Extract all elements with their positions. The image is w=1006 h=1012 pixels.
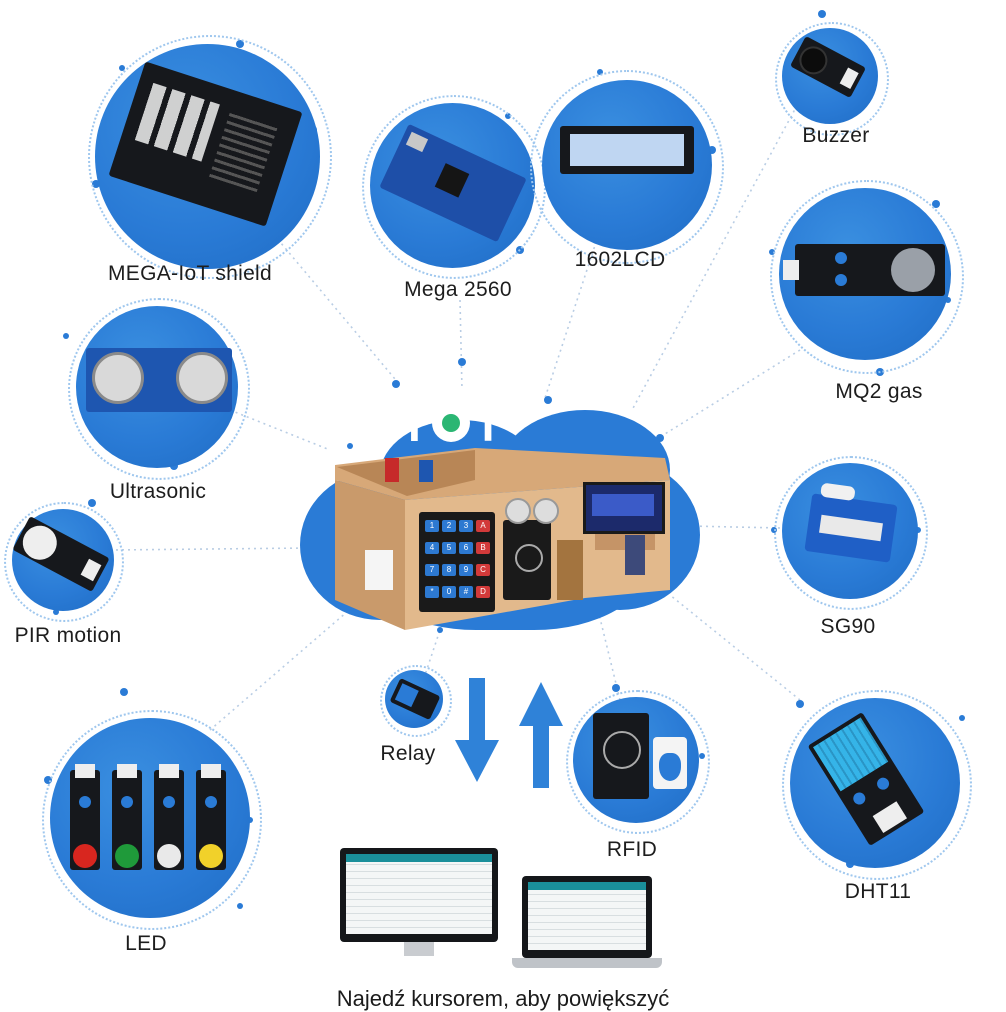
ring-pir [4, 502, 124, 622]
laptop-screen [528, 882, 646, 950]
decorative-dot [959, 715, 965, 721]
keypad-key: 4 [425, 542, 439, 554]
module-ultrasonic [76, 306, 238, 468]
label-mega2560: Mega 2560 [404, 278, 512, 301]
keypad-key: 1 [425, 520, 439, 532]
module-led [50, 718, 250, 918]
label-relay: Relay [380, 742, 436, 765]
monitor-screen [346, 854, 492, 934]
led-module-green [112, 764, 142, 870]
module-buzzer [782, 28, 878, 124]
label-buzzer: Buzzer [802, 124, 870, 147]
led-module-white [154, 764, 184, 870]
label-lcd1602: 1602LCD [574, 248, 666, 271]
led-module-yellow [196, 764, 226, 870]
arrow-down-icon [455, 678, 499, 782]
keypad-key: B [476, 542, 490, 554]
rfid-reader-board [593, 713, 649, 799]
label-mega-iot-shield: MEGA-IoT shield [108, 262, 272, 285]
relay-board [389, 677, 441, 721]
ring-mega-iot-shield [88, 35, 332, 279]
decorative-dot [612, 684, 620, 692]
title-letter-i: I [408, 399, 421, 451]
decorative-dot [63, 333, 69, 339]
pir-board [12, 516, 110, 592]
keypad-key: 8 [442, 564, 456, 576]
sg90-servo [804, 482, 898, 563]
led-module-red [70, 764, 100, 870]
ring-rfid [566, 690, 710, 834]
monitor-computer [340, 848, 498, 958]
module-pir [12, 509, 114, 611]
rfid-tag-icon [653, 737, 687, 789]
lcd1602-screen [560, 126, 694, 174]
module-mega2560 [370, 103, 535, 268]
keypad-key: 6 [459, 542, 473, 554]
decorative-dot [818, 10, 826, 18]
keypad-key: # [459, 586, 473, 598]
decorative-dot [458, 358, 466, 366]
buzzer-board [789, 36, 867, 98]
mega2560-board [379, 123, 527, 243]
ring-dht11 [782, 690, 972, 880]
mega-iot-shield-board [108, 61, 303, 227]
laptop-computer [512, 876, 662, 976]
rfid-on-house [503, 520, 551, 600]
keypad-key: 5 [442, 542, 456, 554]
label-rfid: RFID [606, 838, 658, 861]
keypad-key: 3 [459, 520, 473, 532]
ring-sg90 [774, 456, 928, 610]
ultrasonic-on-house [505, 498, 559, 524]
keypad-key: C [476, 564, 490, 576]
label-dht11: DHT11 [844, 880, 912, 903]
ring-led [42, 710, 262, 930]
ring-ultrasonic [68, 298, 250, 480]
ring-lcd1602 [530, 70, 724, 264]
title-letter-t: T [474, 399, 503, 451]
decorative-dot [88, 499, 96, 507]
decorative-dot [120, 688, 128, 696]
keypad-key: 2 [442, 520, 456, 532]
keypad-key: 0 [442, 586, 456, 598]
arrow-up-icon [519, 682, 563, 788]
data-flow-arrows [455, 678, 563, 788]
keypad-key: 9 [459, 564, 473, 576]
module-mega-iot-shield [95, 44, 320, 269]
ultrasonic-board [86, 348, 232, 412]
label-pir: PIR motion [14, 624, 122, 647]
decorative-dot [237, 903, 243, 909]
module-rfid [573, 697, 699, 823]
module-sg90 [782, 463, 918, 599]
ring-buzzer [775, 22, 889, 136]
decorative-dot [796, 700, 804, 708]
mq2-board [783, 244, 945, 296]
lcd-on-house [583, 482, 665, 534]
label-led: LED [125, 932, 167, 955]
decorative-dot [544, 396, 552, 404]
zoom-hint-text: Najedź kursorem, aby powiększyć [336, 986, 670, 1011]
keypad-key: D [476, 586, 490, 598]
ring-relay [380, 665, 452, 737]
keypad-key: * [425, 586, 439, 598]
decorative-dot [392, 380, 400, 388]
keypad-key: 7 [425, 564, 439, 576]
dht11-board [807, 712, 925, 846]
ring-mq2 [770, 180, 964, 374]
label-sg90: SG90 [820, 615, 876, 638]
label-ultrasonic: Ultrasonic [109, 480, 207, 503]
label-mq2: MQ2 gas [835, 380, 923, 403]
module-lcd1602 [542, 80, 712, 250]
keypad-key: A [476, 520, 490, 532]
decorative-dot [437, 627, 443, 633]
decorative-dot [347, 443, 353, 449]
module-dht11 [790, 698, 960, 868]
module-mq2 [779, 188, 951, 360]
module-relay [385, 670, 443, 728]
wifi-icon [432, 404, 470, 442]
